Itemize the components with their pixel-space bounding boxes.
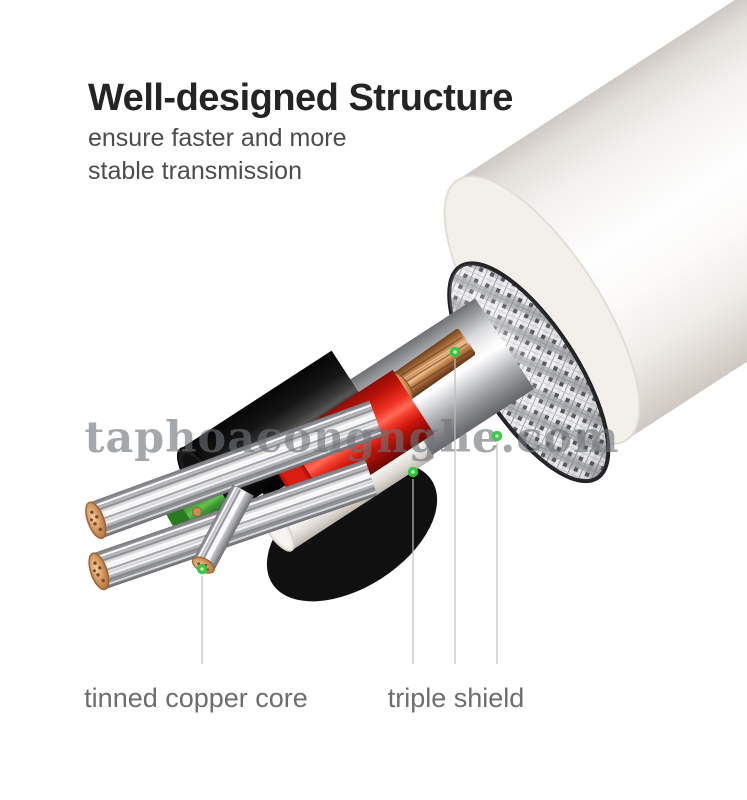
watermark-text: taphoacongnghe.com [84,413,619,463]
label-triple-shield: triple shield [388,683,525,713]
braided-shield-sheen [449,263,609,482]
bundle-strands [93,404,382,535]
marker-dot-shield-3 [491,430,503,442]
copper-tip-strand-dots [92,561,105,583]
page-subtitle-line2: stable transmission [88,157,302,185]
bundle-strands [197,486,250,567]
copper-pair-twist-line [395,336,463,380]
leader-lines [201,359,498,664]
copper-pair-twist-line [404,349,472,393]
outer-jacket-tube [452,0,747,444]
copper-tip-strand-dots [89,510,102,532]
tinned-copper-bundle-upper [85,400,383,540]
marker-dot-shield-1 [407,466,419,478]
marker-dots [196,346,503,575]
page-title: Well-designed Structure [88,77,513,119]
label-tinned-copper-core: tinned copper core [84,683,308,713]
outer-jacket [443,0,747,484]
marker-dot-copper-core [196,563,208,575]
page-subtitle-line1: ensure faster and more [88,124,346,152]
copper-strand-end [192,507,202,517]
marker-dot-shield-2 [449,346,461,358]
